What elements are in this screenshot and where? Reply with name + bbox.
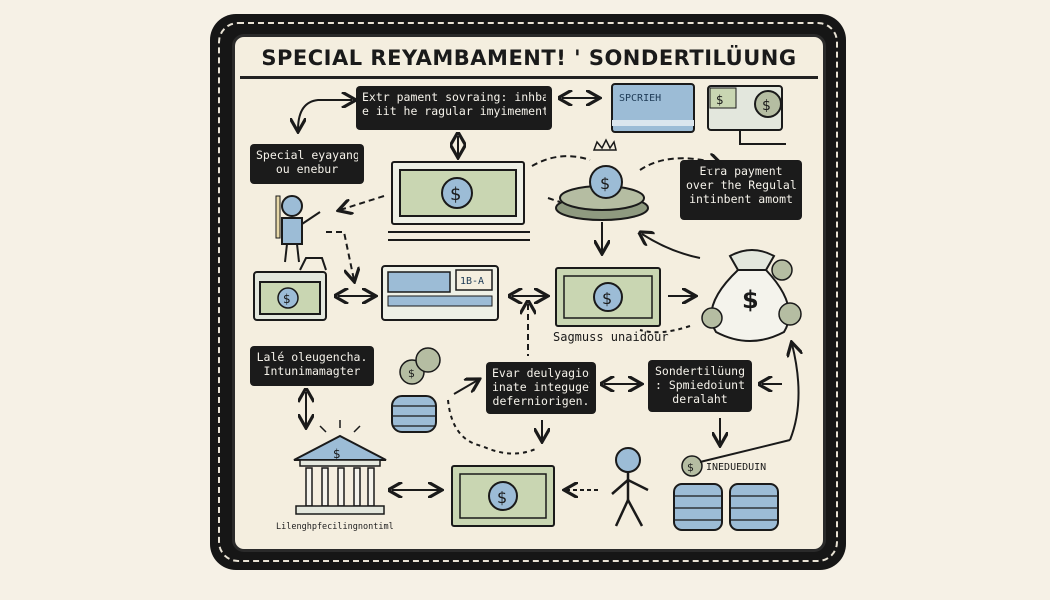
svg-text:$: $ [450,184,461,205]
card-mid-illustration: 1B-A [381,265,499,321]
svg-text:$: $ [687,461,694,474]
wallet-left-illustration: $ [253,257,327,321]
bank-building-illustration: $ [293,434,387,515]
svg-text:$: $ [762,98,771,114]
box-line: over the Regulal [686,178,796,192]
card-mid-text: 1B-A [460,276,484,287]
stick-person-illustration [611,447,649,527]
person-pointing-illustration [275,195,321,263]
svg-text:$: $ [716,93,724,107]
coin-stack-left-illustration: $ [391,347,441,433]
money-bag-illustration: $ [701,249,802,342]
box-line: Extr pament sovraing: inhban [362,90,546,104]
box-line: Lalé oleugencha. [256,350,368,364]
svg-text:$: $ [600,174,610,193]
coin-stacks-right-illustration: $ INEDUEDUIN [673,439,791,531]
bank-rays [319,420,361,433]
svg-text:$: $ [408,367,415,380]
svg-text:$: $ [283,292,291,306]
svg-text:$: $ [497,488,507,507]
box-line: Intunimamagter [263,364,361,378]
box-line: inate integugel [492,380,590,394]
box-line: Evar deulyagion [492,366,590,380]
coin-pile-illustration: $ [555,138,649,221]
box-line: e iit he ragular imyimement. [362,104,546,118]
box-right-bottom: Sondertilüung : Spmiedoiunt deralaht [648,360,752,412]
flow-arrows [298,98,799,490]
box-left-bottom: Lalé oleugencha. Intunimamagter [250,346,374,386]
svg-text:$: $ [333,447,341,461]
box-line: Special eyayang [256,148,358,162]
frame-stitching [218,22,838,562]
box-line: intinbent amomt [689,192,793,206]
bill-top-illustration: $ [388,161,530,241]
svg-text:$: $ [602,289,612,308]
box-center-bottom: Evar deulyagion inate integugel defernio… [486,362,596,414]
bill-bottom-illustration: $ [451,465,555,527]
box-left-special: Special eyayang ou enebur [250,144,364,184]
wallet-top-right-illustration: $ $ [707,85,786,145]
box-line: : Spmiedoiunt [654,378,745,392]
box-line: ou enebur [275,162,339,176]
diagram-title: SPECIAL REYAMBAMENT! ' SONDERTILÜUNG [261,46,797,70]
card-top-text: SPCRIEH [619,93,661,104]
box-line: deferniorigen. [492,394,590,408]
card-top-illustration: SPCRIEH [611,83,695,133]
box-right-extra: Etra payment over the Regulal intinbent … [680,160,802,220]
box-line: deralaht [672,392,728,406]
coin-label: INEDUEDUIN [706,462,766,473]
bill-mid-illustration: $ [555,267,661,327]
title-underline [240,76,818,79]
box-top-center: Extr pament sovraing: inhban e iit he ra… [356,86,552,130]
box-line: Sondertilüung [654,364,745,378]
bank-caption: Lilenghpfecilingnontiml [276,522,394,532]
under-bill-label: Sagmuss unaidour [553,330,669,344]
svg-text:$: $ [742,286,759,314]
